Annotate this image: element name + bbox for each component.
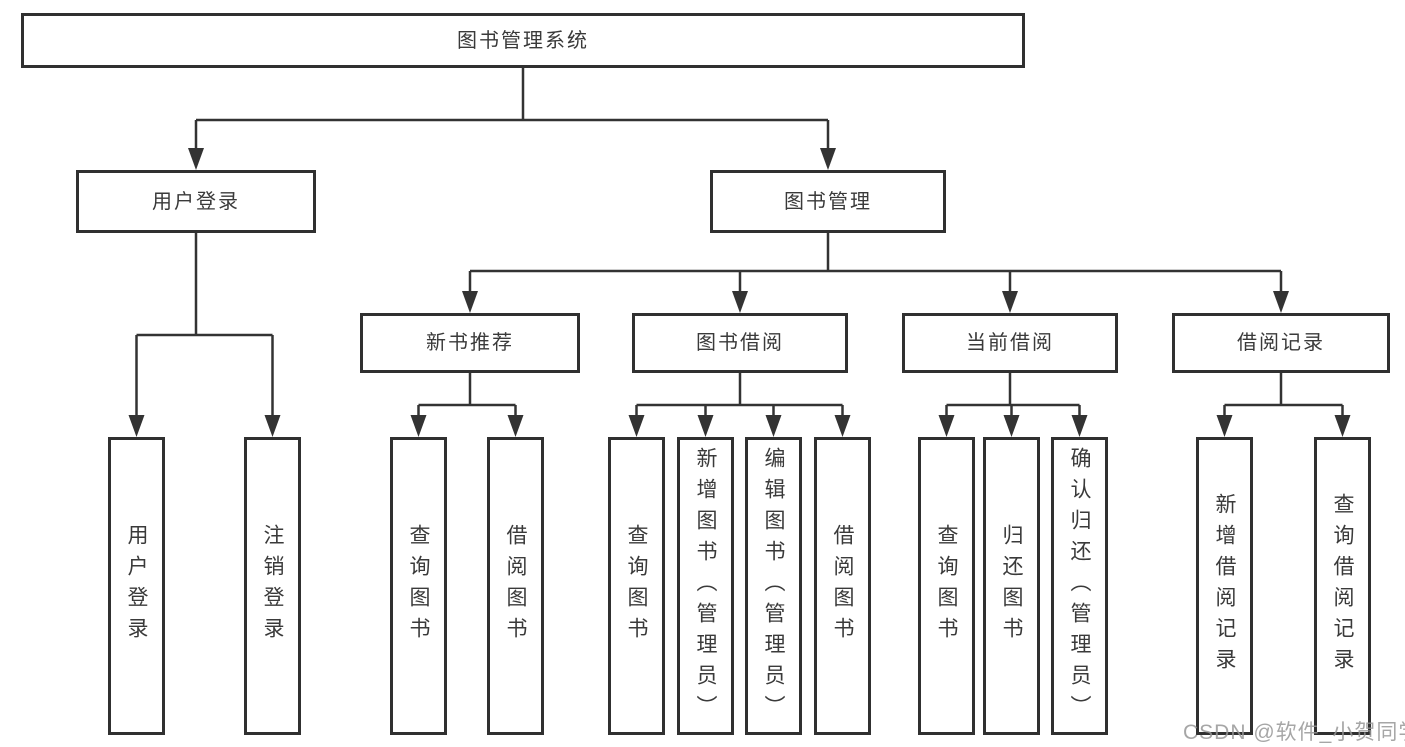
leaf-borrow-books-recommend: 借阅图书: [487, 437, 544, 735]
leaf-borrow-books: 借阅图书: [814, 437, 871, 735]
leaf-add-borrow-record: 新增借阅记录: [1196, 437, 1253, 735]
node-user-login: 用户登录: [76, 170, 316, 233]
node-current-borrowing: 当前借阅: [902, 313, 1118, 373]
node-book-borrowing: 图书借阅: [632, 313, 848, 373]
leaf-query-books-current: 查询图书: [918, 437, 975, 735]
arrowheads: [128, 148, 1351, 437]
leaf-confirm-return-admin: 确认归还（管理员）: [1051, 437, 1108, 735]
leaf-user-login: 用户登录: [108, 437, 165, 735]
csdn-watermark: CSDN @软件_小贺同学: [1183, 721, 1405, 744]
leaf-edit-book-admin: 编辑图书（管理员）: [745, 437, 802, 735]
node-new-book-recommend: 新书推荐: [360, 313, 580, 373]
node-book-management: 图书管理: [710, 170, 946, 233]
leaf-query-books-borrowing: 查询图书: [608, 437, 665, 735]
leaf-add-book-admin: 新增图书（管理员）: [677, 437, 734, 735]
leaf-query-borrow-record: 查询借阅记录: [1314, 437, 1371, 735]
leaf-query-books-recommend: 查询图书: [390, 437, 447, 735]
node-borrowing-records: 借阅记录: [1172, 313, 1390, 373]
node-root-system: 图书管理系统: [21, 13, 1025, 68]
leaf-return-book: 归还图书: [983, 437, 1040, 735]
leaf-logout: 注销登录: [244, 437, 301, 735]
